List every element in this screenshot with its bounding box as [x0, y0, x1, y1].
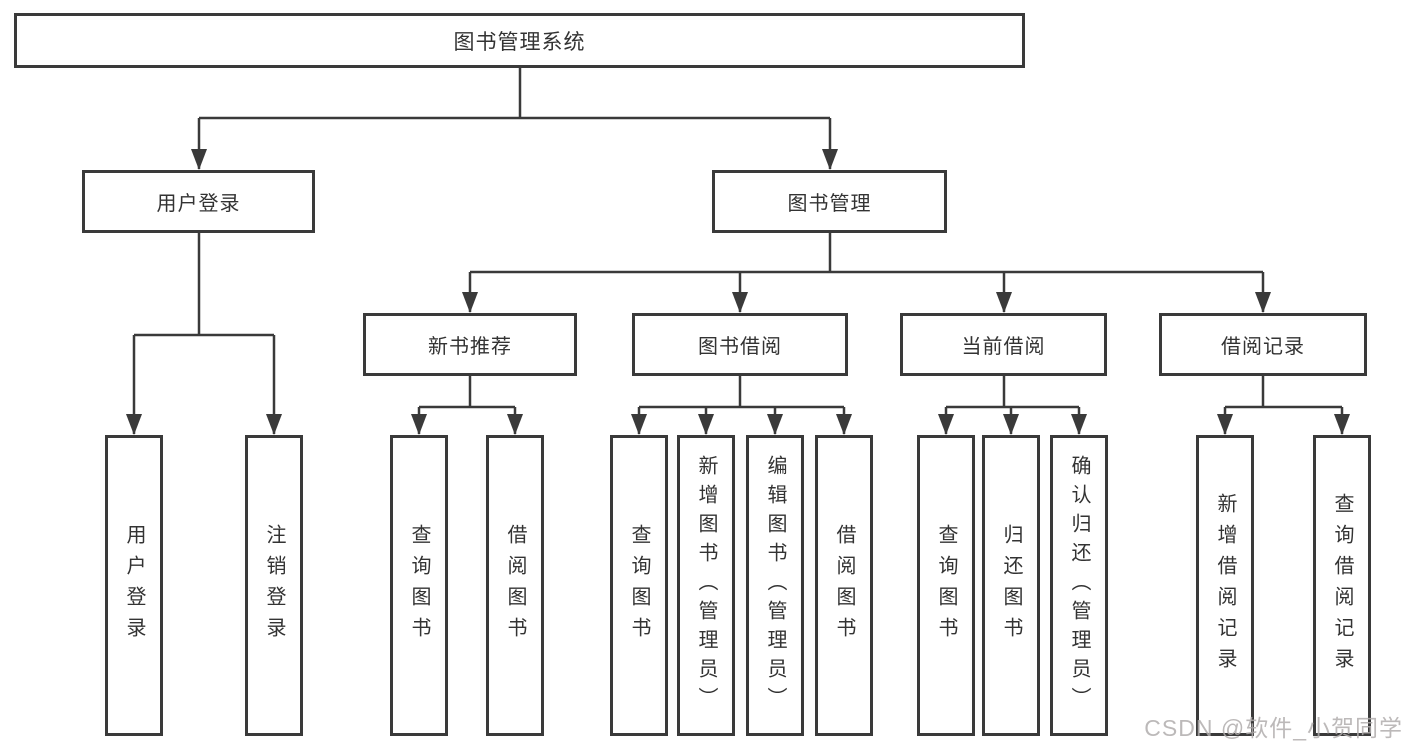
leaf-add-borrow-record: 新增借阅记录 [1196, 435, 1254, 736]
leaf-query-books-recommend: 查询图书 [390, 435, 448, 736]
leaf-edit-books-admin: 编辑图书（管理员） [746, 435, 804, 736]
node-book-management: 图书管理 [712, 170, 947, 233]
node-new-book-recommend: 新书推荐 [363, 313, 577, 376]
leaf-query-books-borrow: 查询图书 [610, 435, 668, 736]
root-node-library-management-system: 图书管理系统 [14, 13, 1025, 68]
csdn-watermark: CSDN @软件_小贺同学 [1144, 715, 1403, 741]
leaf-confirm-return-admin: 确认归还（管理员） [1050, 435, 1108, 736]
node-current-borrow: 当前借阅 [900, 313, 1107, 376]
leaf-query-books-current: 查询图书 [917, 435, 975, 736]
leaf-borrow-books-recommend: 借阅图书 [486, 435, 544, 736]
node-book-borrow: 图书借阅 [632, 313, 848, 376]
node-user-login: 用户登录 [82, 170, 315, 233]
leaf-return-books: 归还图书 [982, 435, 1040, 736]
node-borrow-record: 借阅记录 [1159, 313, 1367, 376]
leaf-query-borrow-record: 查询借阅记录 [1313, 435, 1371, 736]
leaf-borrow-books: 借阅图书 [815, 435, 873, 736]
leaf-user-login: 用户登录 [105, 435, 163, 736]
leaf-add-books-admin: 新增图书（管理员） [677, 435, 735, 736]
leaf-logout: 注销登录 [245, 435, 303, 736]
